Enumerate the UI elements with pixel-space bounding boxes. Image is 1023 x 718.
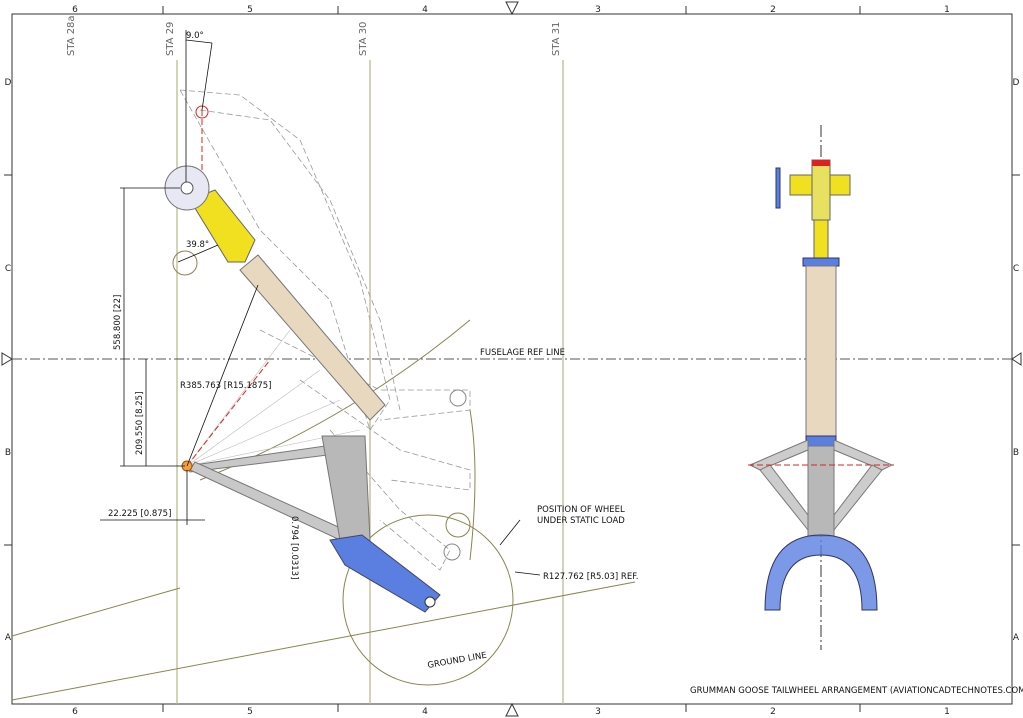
zone-label: 5 <box>247 707 253 717</box>
axle-retracted <box>449 389 467 407</box>
zone-label: 4 <box>422 707 428 717</box>
axle <box>424 596 436 608</box>
station-label: STA 30 <box>358 22 369 56</box>
tailwheel-strut <box>239 254 386 421</box>
vertical-dimension: 209.550 [8.25] <box>135 392 145 455</box>
station-lines <box>176 60 564 704</box>
zone-label: 6 <box>72 5 78 15</box>
zone-label: A <box>5 633 12 643</box>
zone-ticks <box>4 6 1020 712</box>
stowed-pivot <box>195 105 209 119</box>
zone-label: 5 <box>247 5 253 15</box>
fork-lower-arm <box>189 461 346 541</box>
ground-lines <box>11 250 636 701</box>
zone-label: 2 <box>770 707 776 717</box>
station-label: STA 28a <box>66 15 77 56</box>
radius-dimension: R385.763 [R15.1875] <box>180 381 271 391</box>
offset-dimension: 22.225 [0.875] <box>108 509 171 519</box>
wheel-radius-dimension: R127.762 [R5.03] REF. <box>543 572 638 582</box>
station-label: STA 31 <box>551 22 562 56</box>
zone-label: 4 <box>422 5 428 15</box>
zone-label: D <box>5 78 12 88</box>
zone-label: B <box>5 448 11 458</box>
arm-centerline <box>186 359 271 467</box>
wheel-position-note: POSITION OF WHEEL <box>537 505 625 515</box>
fork-body <box>321 435 371 541</box>
shock-absorber <box>189 189 256 263</box>
dimension-lines <box>100 30 541 576</box>
zone-label: 1 <box>944 5 950 15</box>
zone-label: 6 <box>72 707 78 717</box>
zone-label: 1 <box>944 707 950 717</box>
zone-label: 3 <box>595 5 601 15</box>
wheel-position-note: UNDER STATIC LOAD <box>537 516 625 526</box>
zone-label: C <box>1013 264 1019 274</box>
axle-alt <box>443 543 461 561</box>
trailing-arm <box>329 534 441 613</box>
zone-label: C <box>5 264 11 274</box>
retraction-ghost-outlines <box>179 89 471 571</box>
angle-dimension: 9.0° <box>186 31 204 41</box>
pivot-hole <box>180 181 194 195</box>
zone-label: B <box>1013 448 1019 458</box>
gap-dimension: 0.794 [0.0313] <box>289 516 299 579</box>
vertical-dimension: 558.800 [22] <box>113 295 123 350</box>
zone-label: 3 <box>595 707 601 717</box>
angle-dimension: 39.8° <box>186 240 209 250</box>
rear-view <box>748 125 894 650</box>
drawing-title: GRUMMAN GOOSE TAILWHEEL ARRANGEMENT (AVI… <box>690 686 1023 696</box>
zone-label: D <box>1013 78 1020 88</box>
zone-label: 2 <box>770 5 776 15</box>
fuselage-ref-label: FUSELAGE REF LINE <box>480 348 565 358</box>
zone-label: A <box>1013 633 1020 643</box>
station-label: STA 29 <box>165 22 176 56</box>
